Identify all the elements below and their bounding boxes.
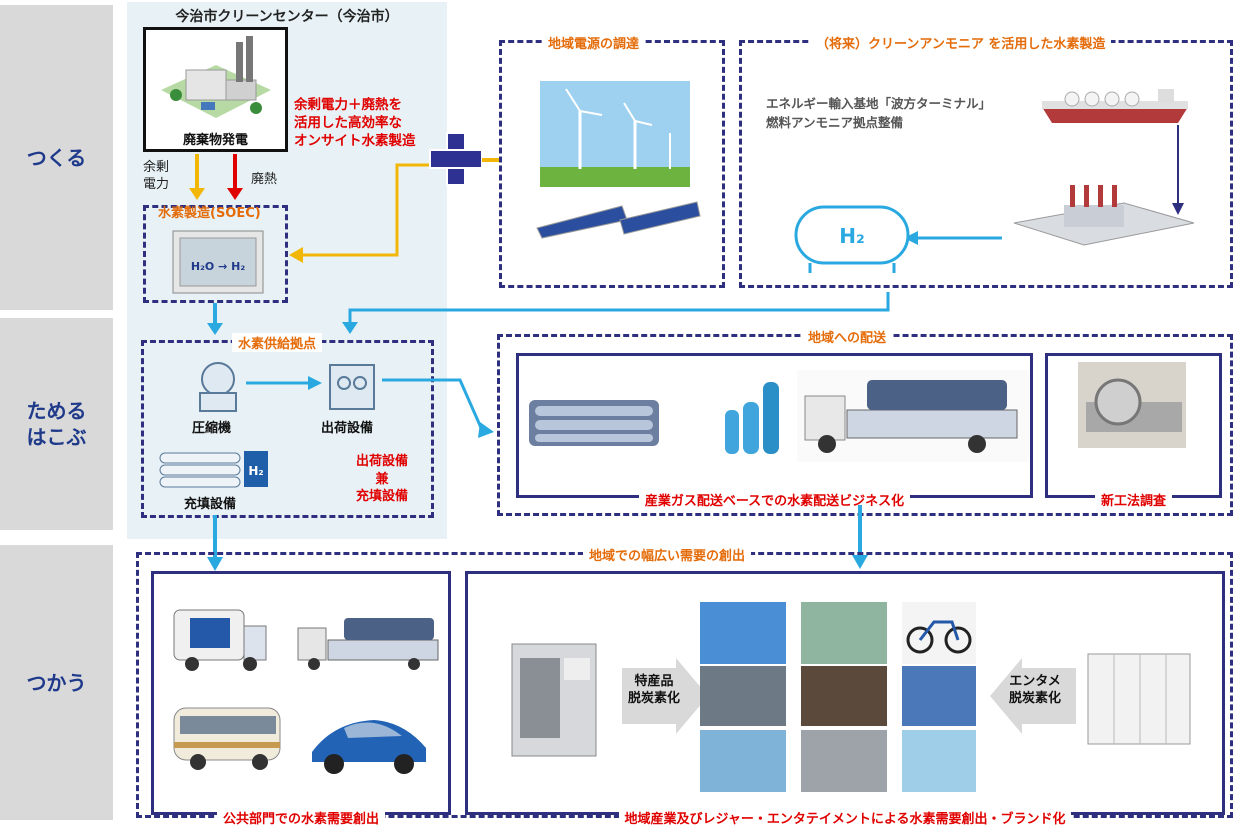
- supply-base-label: 水素供給拠点: [232, 333, 323, 352]
- h2-tank-icon: H₂: [794, 205, 910, 273]
- gas-cylinders-image: [725, 382, 779, 454]
- ammonia-to-supply-arrow: [342, 292, 890, 334]
- microbus-image: [173, 707, 281, 770]
- kiln-image: [801, 666, 887, 726]
- fuel-cell-car-image: [312, 720, 426, 774]
- towel-image: [700, 602, 786, 664]
- clean-center-title: 今治市クリーンセンター（今治市）: [175, 9, 399, 25]
- shipping-equipment-icon: [329, 364, 375, 410]
- landmark-image: [700, 730, 786, 792]
- side-label-use: つかう: [0, 545, 113, 820]
- public-sector-box: 公共部門での水素需要創出: [151, 571, 451, 827]
- waste-plant-box: 廃棄物発電: [143, 27, 288, 152]
- plus-connector: [482, 158, 502, 162]
- industrial-gas-box: 産業ガス配送ベースでの水素配送ビジネス化: [516, 353, 1033, 509]
- surplus-power-label: 余剰 電力: [143, 160, 170, 192]
- surplus-heat-arrows: [189, 154, 243, 200]
- yellow-power-arrow: [289, 163, 430, 263]
- public-truck-image: [297, 618, 439, 670]
- plus-icon: [429, 132, 483, 186]
- supply-to-delivery-arrow: [382, 378, 494, 438]
- factory-line-image: [700, 666, 786, 726]
- svg-text:H₂: H₂: [248, 464, 263, 478]
- hydrogen-trailer-image: [529, 400, 659, 446]
- fuel-cell-cabinet-image: [1087, 653, 1191, 745]
- delivery-label: 地域への配送: [802, 327, 893, 346]
- supply-base-box: 水素供給拠点 圧縮機 出荷設備 H₂ 充填設備 出荷設備 兼 充填設備: [141, 333, 434, 518]
- ammonia-terminal-text: エネルギー輸入基地「波方ターミナル」 燃料アンモニア拠点整備: [766, 96, 992, 130]
- ammonia-label: （将来）クリーンアンモニア を活用した水素製造: [810, 33, 1112, 52]
- atv-image: [902, 666, 976, 726]
- compressor-label: 圧縮機: [192, 421, 232, 436]
- demand-box: 地域での幅広い需要の創出: [136, 545, 1233, 827]
- soec-down-arrow: [207, 303, 223, 335]
- boat-image: [902, 730, 976, 792]
- wind-turbines-image: [540, 81, 690, 187]
- filling-equipment-icon: H₂: [159, 451, 268, 488]
- workers-image: [801, 730, 887, 792]
- shipping-label: 出荷設備: [321, 421, 374, 436]
- hydrogen-truck-image: [797, 370, 1029, 462]
- onsite-production-text: 余剰電力＋廃熱を 活用した高効率な オンサイト水素製造: [294, 97, 416, 150]
- compressor-to-shipping-arrow: [246, 376, 322, 390]
- soec-box: 水素製造(SOEC) H₂O → H₂: [143, 205, 288, 303]
- h2o-h2-text: H₂O → H₂: [191, 260, 245, 273]
- fuel-cell-unit-image: [511, 643, 597, 757]
- side-label-make: つくる: [0, 5, 113, 310]
- ship-to-factory-arrow: [1172, 125, 1184, 215]
- new-method-box: 新工法調査: [1045, 353, 1222, 509]
- compressor-icon: [199, 362, 237, 412]
- new-method-label: 新工法調査: [1094, 494, 1172, 509]
- industrial-gas-label: 産業ガス配送ベースでの水素配送ビジネス化: [638, 494, 911, 509]
- waste-heat-label: 廃熱: [251, 172, 278, 187]
- entame-decarbonize-label: エンタメ 脱炭素化: [1008, 674, 1061, 706]
- h2-tank-text: H₂: [839, 224, 865, 248]
- soec-unit-illustration: H₂O → H₂: [172, 230, 264, 294]
- solar-panels-image: [536, 201, 701, 239]
- delivery-to-demand-arrow: [852, 505, 868, 569]
- industry-leisure-box: 特産品 脱炭素化 エンタメ 脱炭素化 地域産業及びレジャー・エンタ: [465, 571, 1225, 827]
- flexible-hose-image: [1078, 362, 1186, 448]
- waste-plant-label: 廃棄物発電: [182, 133, 248, 148]
- specialty-decarbonize-label: 特産品 脱炭素化: [627, 674, 680, 706]
- delivery-box: 地域への配送 産業ガス配送ベースでの水素配送ビジネス化: [497, 327, 1233, 516]
- combined-equipment-label: 出荷設備 兼 充填設備: [355, 454, 408, 505]
- ammonia-factory-image: [1013, 185, 1195, 246]
- garbage-truck-image: [173, 609, 267, 671]
- bridge-image: [801, 602, 887, 664]
- supply-to-public-arrow: [207, 515, 223, 571]
- ammonia-box: （将来）クリーンアンモニア を活用した水素製造 エネルギー輸入基地「波方ターミナ…: [739, 33, 1233, 288]
- lng-ship-image: [1042, 89, 1188, 123]
- local-power-box: 地域電源の調達: [499, 33, 725, 288]
- side-label-store: ためる はこぶ: [0, 318, 113, 530]
- waste-plant-illustration: [161, 36, 271, 118]
- filling-label: 充填設備: [184, 497, 237, 512]
- demand-label: 地域での幅広い需要の創出: [583, 545, 752, 564]
- local-power-label: 地域電源の調達: [542, 33, 646, 52]
- e-bike-image: [902, 602, 976, 664]
- specialty-arrow-shape: [622, 658, 708, 734]
- factory-to-tank-arrow: [904, 231, 1002, 245]
- soec-label: 水素製造(SOEC): [158, 206, 261, 221]
- entame-arrow-shape: [990, 658, 1076, 734]
